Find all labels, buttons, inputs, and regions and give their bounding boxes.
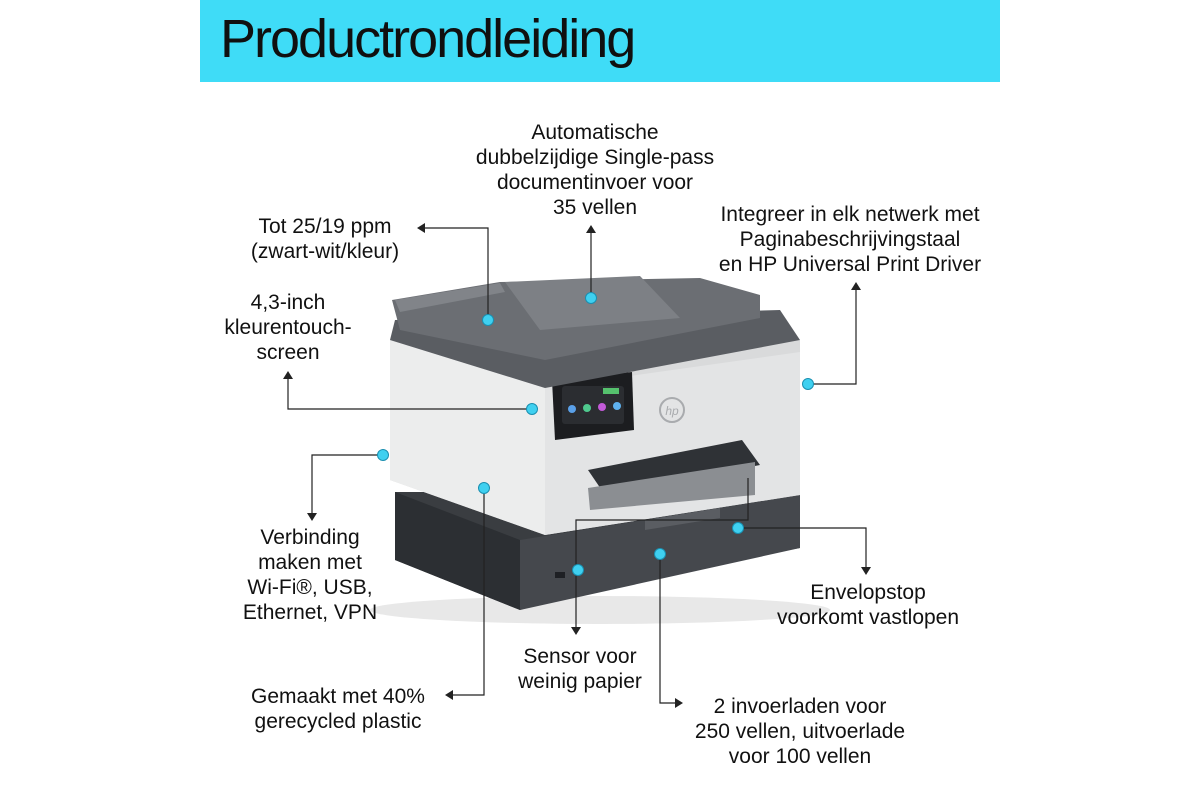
printer-shadow [370,596,830,624]
leader-lines [287,227,867,704]
output-tray [588,462,755,510]
callout-dots [377,292,814,576]
arrow-envelope [861,567,871,575]
printer-illustration: hp [370,276,830,624]
dot-sensor [572,564,584,576]
leader-trays [659,554,680,704]
leader-speed [420,227,489,320]
callout-connectivity: Verbinding maken met Wi-Fi®, USB, Ethern… [242,526,378,624]
title-banner: Productrondleiding [200,0,1000,82]
arrow-network [851,282,861,290]
arrow-speed [417,223,425,233]
leader-network [808,285,857,385]
callout-recycled: Gemaakt met 40% gerecycled plastic [251,685,425,733]
leader-envelope [738,527,867,572]
output-slot [588,440,760,495]
leader-arrowheads [283,223,871,708]
dot-adf [585,292,597,304]
touchscreen-display [562,386,624,424]
callout-sensor: Sensor voor weinig papier [518,645,642,693]
leader-connectivity [311,454,383,518]
arrow-adf [586,225,596,233]
callout-trays: 2 invoerladen voor 250 vellen, uitvoerla… [694,695,906,768]
callout-touchscreen: 4,3-inch kleurentouch- screen [224,291,352,364]
callout-adf: Automatische dubbelzijdige Single-pass d… [475,121,715,219]
arrow-touchscreen [283,371,293,379]
hp-logo [659,397,685,423]
dot-touchscreen [526,403,538,415]
dot-network [802,378,814,390]
callout-network: Integreer in elk netwerk met Paginabesch… [718,203,982,276]
dot-envelope [732,522,744,534]
arrow-connectivity [307,513,317,521]
arrow-sensor [571,627,581,635]
page-title: Productrondleiding [220,9,636,69]
dot-connectivity [377,449,389,461]
arrow-recycled [445,690,453,700]
callout-envelope: Envelopstop voorkomt vastlopen [776,581,960,629]
callout-speed: Tot 25/19 ppm (zwart-wit/kleur) [250,215,400,263]
arrow-trays [675,698,683,708]
dot-speed [482,314,494,326]
dot-recycled [478,482,490,494]
hp-logo-text: hp [665,404,679,418]
leader-sensor [575,478,749,632]
dot-trays [654,548,666,560]
tray-slot [555,572,565,578]
leader-touchscreen [287,374,532,410]
leader-recycled [448,488,485,696]
